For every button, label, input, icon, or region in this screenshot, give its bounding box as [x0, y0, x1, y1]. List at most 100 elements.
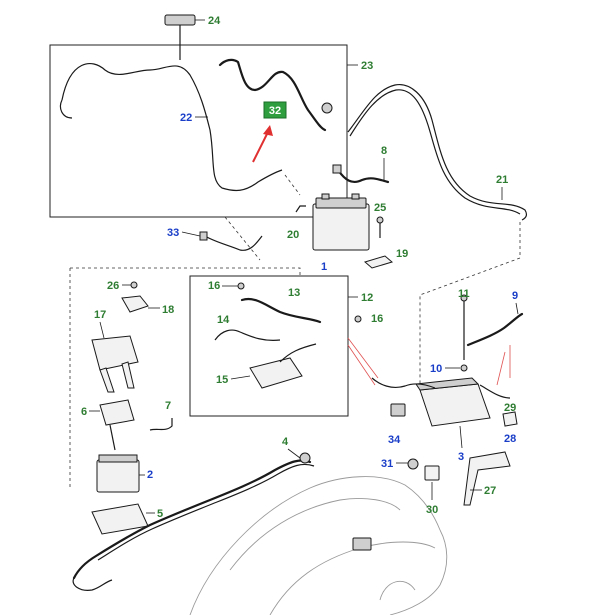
callout-15: 15	[216, 374, 228, 386]
callout-15-leader	[230, 375, 251, 380]
battery-1-top	[315, 197, 367, 209]
cable-detail-frame	[189, 275, 349, 417]
callout-3-leader	[459, 425, 463, 449]
callout-24: 24	[208, 15, 221, 27]
callout-4: 4	[282, 436, 289, 448]
red-arrow-shaft	[252, 131, 269, 163]
clip-8	[332, 164, 342, 174]
clip-28	[502, 411, 518, 427]
callout-18: 18	[162, 304, 174, 316]
callout-32: 32	[269, 105, 281, 117]
callout-12: 12	[361, 292, 373, 304]
cable-9	[466, 312, 524, 347]
callout-14: 14	[217, 314, 230, 326]
callout-3: 3	[458, 451, 464, 463]
callout-13: 13	[288, 287, 300, 299]
callout-4-leader	[287, 448, 301, 459]
rear-cable	[371, 377, 436, 389]
dashed-right-frame	[419, 222, 521, 385]
red-leader-a	[347, 337, 379, 379]
bolt-10	[460, 364, 468, 372]
callout-8: 8	[381, 145, 387, 157]
harness-21-b	[349, 89, 521, 215]
bolt-16a	[237, 282, 245, 290]
callout-19: 19	[396, 248, 408, 260]
callout-1: 1	[321, 261, 327, 273]
harness-21	[347, 84, 528, 221]
car-battery-location	[352, 537, 372, 551]
callout-9: 9	[512, 290, 518, 302]
grommet-upper	[321, 102, 333, 114]
cable-4-clip	[299, 452, 311, 464]
cable-4-tail	[72, 577, 113, 591]
battery-2-top	[98, 454, 138, 463]
callout-9-leader	[515, 302, 519, 315]
battery-1-terminal-a	[321, 193, 330, 200]
connector-24	[164, 14, 196, 26]
cable-29	[479, 384, 511, 399]
bracket-27	[463, 451, 511, 506]
callout-2: 2	[147, 469, 153, 481]
red-leader-b	[347, 344, 376, 386]
grommet-31	[407, 458, 419, 470]
callout-7: 7	[165, 400, 171, 412]
callout-30: 30	[426, 504, 438, 516]
upper-left-detail-frame	[49, 44, 348, 218]
callout-11: 11	[458, 288, 470, 300]
bolt-16b	[354, 315, 362, 323]
car-outline-window	[229, 498, 401, 571]
battery-1-terminal-b	[351, 193, 360, 200]
callout-22: 22	[180, 112, 192, 124]
callout-33: 33	[167, 227, 179, 239]
dashed-upper-a	[224, 216, 261, 261]
cable-13	[240, 297, 322, 324]
callout-16a: 16	[208, 280, 220, 292]
clip-20	[295, 205, 306, 213]
wire-7	[149, 418, 173, 431]
callout-27: 27	[484, 485, 496, 497]
callout-26: 26	[107, 280, 119, 292]
callout-21: 21	[496, 174, 508, 186]
tray-17-legs	[99, 367, 115, 393]
cable-4	[72, 459, 312, 580]
car-outline-side	[389, 529, 448, 615]
red-arrow-head	[263, 125, 273, 136]
bolt-26	[130, 281, 138, 289]
callout-33-leader	[181, 231, 201, 237]
battery-3	[419, 383, 491, 427]
harness-8	[336, 168, 390, 184]
dashed-upper-b	[284, 174, 301, 196]
callout-28: 28	[504, 433, 516, 445]
harness-22-branch	[59, 99, 73, 119]
callout-29: 29	[504, 402, 516, 414]
cable-4-b	[97, 463, 315, 561]
battery-2	[96, 459, 140, 493]
tray-17-legs-b	[121, 361, 135, 389]
car-outline-hood	[269, 541, 436, 615]
bolt-25-head	[376, 216, 384, 224]
callout-31: 31	[381, 458, 393, 470]
callout-16b: 16	[371, 313, 383, 325]
callout-17-leader	[99, 321, 105, 339]
module-6	[99, 399, 135, 426]
tray-17	[91, 335, 139, 371]
battery-1-body	[312, 203, 370, 251]
callout-10: 10	[430, 363, 442, 375]
car-wheel-front	[379, 580, 416, 601]
connector-33	[199, 231, 208, 241]
cable-14	[214, 329, 281, 341]
red-leader-d	[496, 351, 506, 386]
fusebox-30	[424, 465, 440, 481]
bracket-19	[363, 255, 394, 269]
callout-5: 5	[157, 508, 163, 520]
bracket-18	[121, 295, 149, 313]
callout-20: 20	[287, 229, 299, 241]
cable-11-head	[460, 294, 468, 302]
module-15	[249, 357, 303, 389]
highlight-badge-32	[263, 101, 287, 119]
harness-33	[204, 235, 263, 251]
harness-22	[61, 62, 283, 192]
module-15-cable	[279, 343, 317, 363]
callout-17: 17	[94, 309, 106, 321]
